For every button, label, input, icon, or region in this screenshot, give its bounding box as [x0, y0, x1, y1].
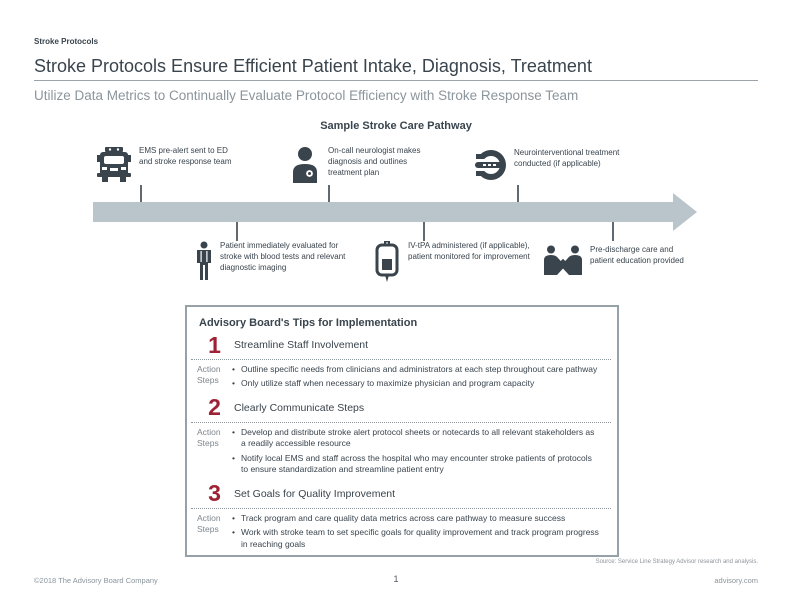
page-title: Stroke Protocols Ensure Efficient Patien…	[34, 56, 592, 76]
timeline-arrowhead	[673, 193, 697, 231]
action-steps-label: Action Steps	[197, 512, 221, 534]
timeline-tick	[517, 185, 519, 202]
pathway-step-text: On-call neurologist makes diagnosis and …	[328, 146, 421, 177]
action-steps-row: Action Steps Develop and distribute stro…	[197, 425, 605, 479]
bullet-item: Notify local EMS and staff across the ho…	[230, 453, 601, 476]
scanner-icon	[474, 148, 506, 187]
bullet-item: Outline specific needs from clinicians a…	[230, 364, 601, 376]
page-number: 1	[393, 574, 399, 584]
bullet-list: Outline specific needs from clinicians a…	[230, 362, 605, 393]
title-divider	[34, 80, 758, 81]
timeline-tick	[612, 222, 614, 241]
tip-number: 2	[208, 394, 221, 421]
pathway-heading: Sample Stroke Care Pathway	[320, 120, 472, 132]
tip-title: Set Goals for Quality Improvement	[234, 487, 396, 500]
tip-title: Streamline Staff Involvement	[234, 339, 369, 351]
bullet-item: Work with stroke team to set specific go…	[230, 527, 601, 550]
tips-panel: Advisory Board's Tips for Implementation…	[185, 305, 619, 557]
timeline-tick	[236, 222, 238, 241]
tip-item-header: 3 Set Goals for Quality Improvement	[207, 481, 605, 507]
dotted-divider	[191, 507, 611, 509]
pathway-step: On-call neurologist makes diagnosis and …	[290, 146, 430, 188]
pathway-step: IV-tPA administered (if applicable), pat…	[374, 241, 534, 288]
pathway-step: Patient immediately evaluated for stroke…	[196, 241, 361, 286]
source-note: Source: Service Line Strategy Advisor re…	[595, 559, 758, 565]
ambulance-icon	[97, 146, 131, 189]
action-steps-label: Action Steps	[197, 364, 221, 386]
timeline-tick	[140, 185, 142, 202]
pathway-step-text: EMS pre-alert sent to ED and stroke resp…	[139, 146, 232, 166]
tips-heading: Advisory Board's Tips for Implementation	[199, 317, 418, 329]
bullet-item: Develop and distribute stroke alert prot…	[230, 427, 601, 450]
copyright-text: ©2018 The Advisory Board Company	[34, 576, 158, 585]
pathway-step-text: IV-tPA administered (if applicable), pat…	[408, 241, 530, 261]
timeline-tick	[423, 222, 425, 241]
timeline-arrow	[93, 202, 673, 222]
pathway-step: Neurointerventional treatment conducted …	[474, 148, 626, 187]
tip-item-header: 1 Streamline Staff Involvement	[207, 332, 605, 358]
action-steps-row: Action Steps Track program and care qual…	[197, 511, 605, 553]
pathway-step: EMS pre-alert sent to ED and stroke resp…	[97, 146, 232, 189]
handshake-icon	[544, 245, 582, 280]
action-steps-label: Action Steps	[197, 426, 221, 448]
action-steps-row: Action Steps Outline specific needs from…	[197, 362, 605, 393]
section-eyebrow: Stroke Protocols	[34, 37, 99, 46]
pathway-step-text: Patient immediately evaluated for stroke…	[220, 241, 346, 272]
pathway-step: Pre-discharge care and patient education…	[544, 245, 694, 280]
neurologist-icon	[290, 146, 320, 188]
tip-item-header: 2 Clearly Communicate Steps	[207, 395, 605, 421]
tip-title: Clearly Communicate Steps	[234, 401, 365, 414]
page-subtitle: Utilize Data Metrics to Continually Eval…	[34, 88, 579, 103]
bullet-item: Only utilize staff when necessary to max…	[230, 378, 601, 390]
dotted-divider	[191, 421, 611, 423]
tip-number: 1	[208, 331, 221, 358]
patient-icon	[196, 241, 212, 286]
website-link[interactable]: advisory.com	[714, 576, 758, 585]
timeline-tick	[328, 185, 330, 202]
pathway-step-text: Neurointerventional treatment conducted …	[514, 148, 620, 168]
bullet-list: Develop and distribute stroke alert prot…	[230, 425, 605, 479]
bullet-item: Track program and care quality data metr…	[230, 513, 601, 525]
dotted-divider	[191, 359, 611, 360]
tip-number: 3	[208, 480, 221, 507]
iv-bag-icon	[374, 241, 400, 288]
bullet-list: Track program and care quality data metr…	[230, 511, 605, 553]
pathway-step-text: Pre-discharge care and patient education…	[590, 245, 684, 265]
